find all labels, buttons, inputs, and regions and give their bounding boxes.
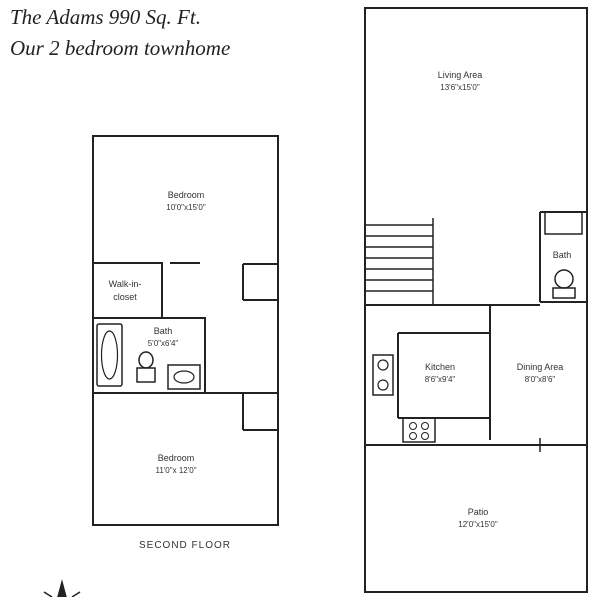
kitchen-dims: 8'6"x9'4"	[425, 375, 456, 384]
sink-basin	[173, 370, 195, 384]
first-floor-outer-wall	[364, 7, 588, 593]
bedroom-top-name: Bedroom	[168, 190, 205, 200]
stove-burner-top	[377, 359, 389, 371]
second-floor-label: SECOND FLOOR	[139, 540, 231, 551]
kitchen-name: Kitchen	[425, 362, 455, 372]
walk-in-closet-wall	[93, 262, 163, 319]
bath-wall	[93, 317, 206, 394]
closet-wall-upper	[242, 263, 278, 301]
first-floor-bath-name: Bath	[553, 250, 572, 260]
walk-in-closet-label-1: Walk-in-	[109, 279, 142, 289]
living-area-name: Living Area	[438, 70, 483, 80]
stairs	[365, 218, 434, 305]
patio-dims: 12'0"x15'0"	[458, 520, 498, 529]
walk-in-closet-label-2: closet	[113, 292, 137, 302]
first-floor-bath-sink	[544, 211, 583, 235]
toilet-tank	[136, 367, 156, 383]
stove-burner-bottom	[377, 379, 389, 391]
second-floor-bath-dims: 5'0"x6'4"	[148, 339, 179, 348]
bathtub	[96, 323, 123, 387]
second-floor-outer-wall	[92, 135, 279, 526]
bedroom-bottom-dims: 11'0"x 12'0"	[155, 466, 196, 475]
patio-name: Patio	[468, 507, 489, 517]
bathtub-basin	[100, 330, 119, 380]
page-subtitle: Our 2 bedroom townhome	[10, 36, 231, 60]
first-floor-toilet-bowl	[554, 269, 574, 289]
toilet-bowl	[138, 351, 154, 369]
stove	[372, 354, 394, 396]
first-floor-plan	[364, 7, 588, 593]
first-floor-toilet-tank	[552, 287, 576, 299]
dining-area-name: Dining Area	[517, 362, 564, 372]
sink-counter	[167, 364, 201, 390]
bedroom-bottom-name: Bedroom	[158, 453, 195, 463]
range	[402, 417, 436, 443]
dining-area-dims: 8'0"x8'6"	[525, 375, 556, 384]
living-area-dims: 13'6"x15'0"	[440, 83, 480, 92]
second-floor-bath-name: Bath	[154, 326, 173, 336]
bedroom-top-dims: 10'0"x15'0"	[166, 203, 206, 212]
logo-mark-fragment	[43, 579, 81, 597]
page-title: The Adams 990 Sq. Ft.	[10, 5, 201, 29]
closet-wall-lower	[242, 392, 278, 431]
second-floor-plan	[92, 135, 279, 526]
